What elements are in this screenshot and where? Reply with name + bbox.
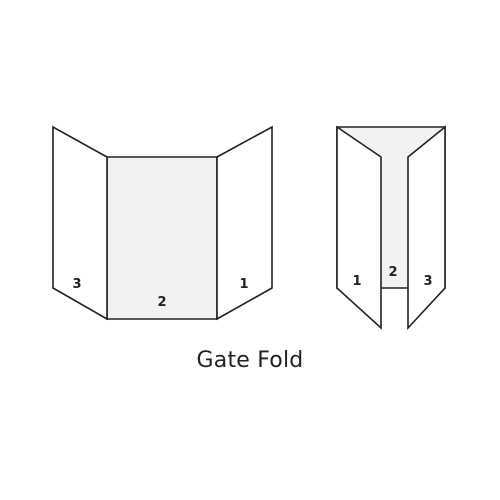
closed-gate-fold: 1 2 3: [336, 125, 446, 331]
open-right-panel-number: 1: [239, 277, 248, 292]
closed-left-flap-number: 1: [352, 274, 361, 289]
open-gate-fold: 3 2 1: [52, 125, 273, 321]
open-left-panel-number: 3: [72, 277, 81, 292]
diagram-caption: Gate Fold: [196, 348, 304, 373]
closed-right-flap-number: 3: [423, 274, 432, 289]
open-left-panel: [52, 125, 108, 321]
open-right-panel: [216, 125, 273, 321]
closed-right-flap: [407, 125, 446, 331]
open-center-panel-number: 2: [157, 295, 166, 310]
closed-left-flap: [336, 125, 382, 330]
closed-center-panel-number: 2: [388, 265, 397, 280]
